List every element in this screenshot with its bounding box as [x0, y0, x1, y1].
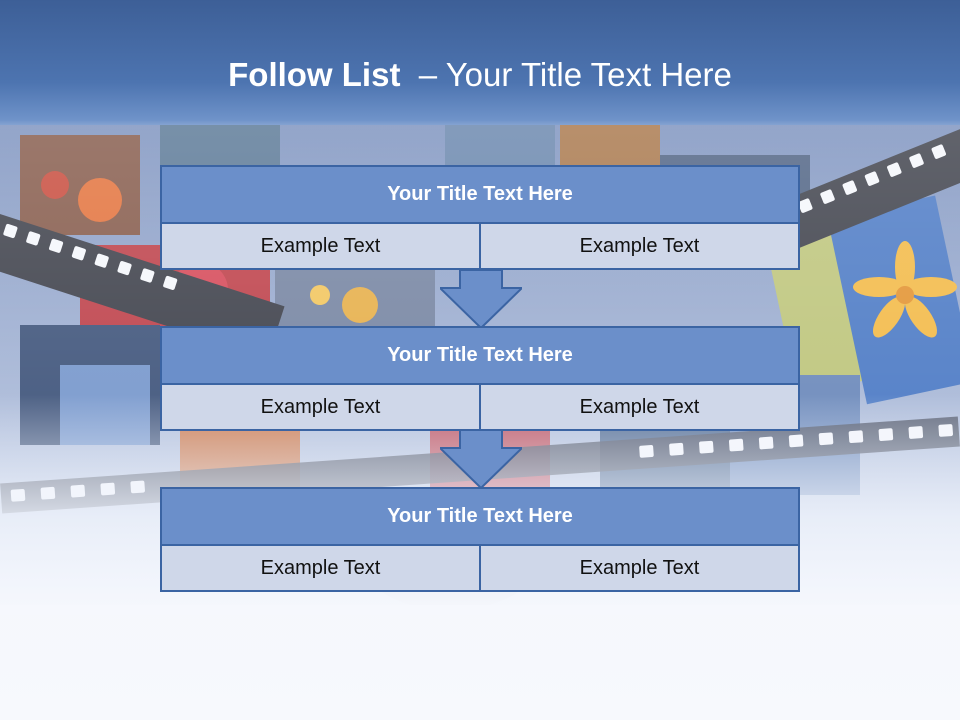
panel-title: Your Title Text Here	[162, 328, 798, 383]
panel-title: Your Title Text Here	[162, 489, 798, 544]
panel-cell-left: Example Text	[162, 224, 479, 268]
panel-cell-right: Example Text	[481, 385, 798, 429]
list-panel: Your Title Text Here Example Text Exampl…	[160, 487, 800, 592]
slide-title-bold: Follow List	[228, 56, 410, 93]
slide-title-rest: – Your Title Text Here	[409, 56, 732, 93]
list-panel: Your Title Text Here Example Text Exampl…	[160, 326, 800, 431]
panel-cell-right: Example Text	[481, 546, 798, 590]
list-panel: Your Title Text Here Example Text Exampl…	[160, 165, 800, 270]
panel-cell-right: Example Text	[481, 224, 798, 268]
down-arrow-icon	[440, 270, 522, 330]
slide-title: Follow List – Your Title Text Here	[0, 56, 960, 94]
panel-cell-left: Example Text	[162, 385, 479, 429]
panel-title: Your Title Text Here	[162, 167, 798, 222]
panel-cell-left: Example Text	[162, 546, 479, 590]
down-arrow-icon	[440, 430, 522, 490]
